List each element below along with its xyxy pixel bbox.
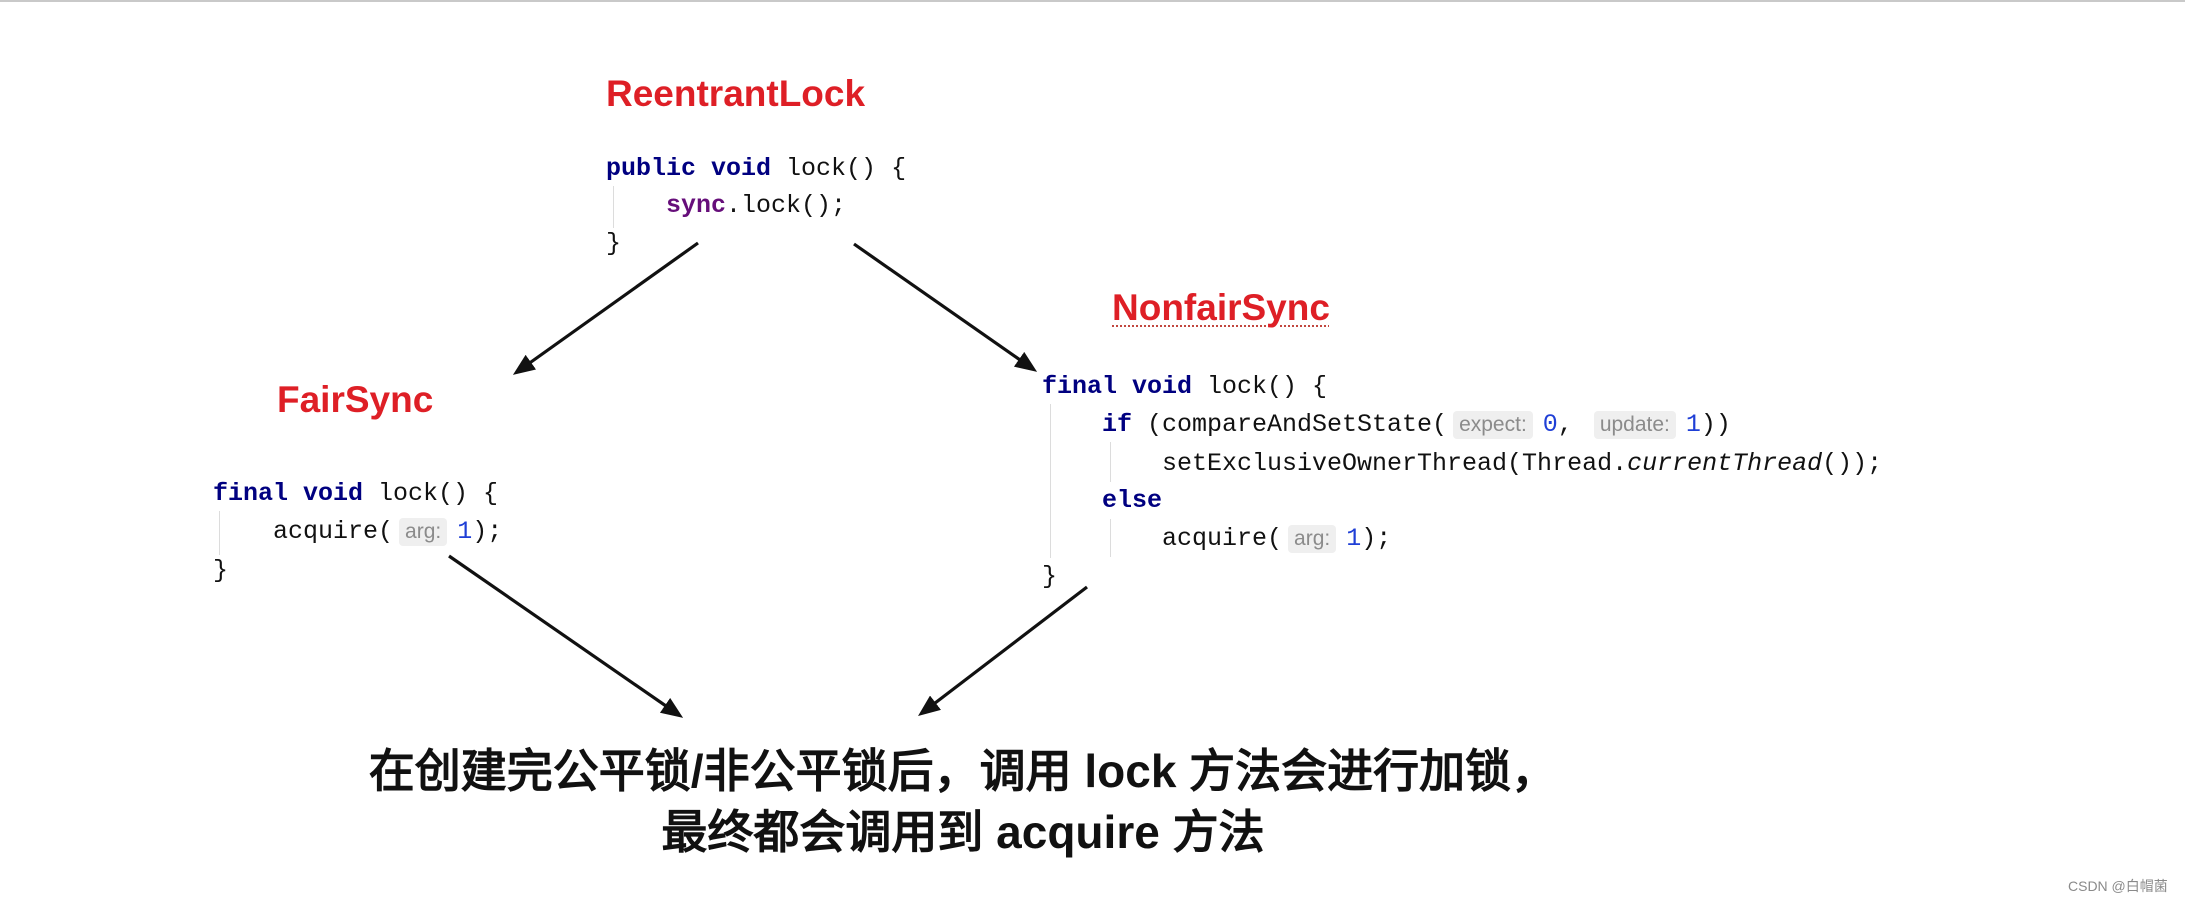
top-border <box>0 0 2185 2</box>
nonfairsync-code-line-6: } <box>1042 558 1057 596</box>
reentrantlock-title: ReentrantLock <box>606 73 866 114</box>
keyword-final: final <box>1042 372 1133 401</box>
code-text: ); <box>472 517 503 546</box>
code-text: lock() { <box>1207 372 1328 401</box>
keyword-else: else <box>1102 486 1163 515</box>
parameter-hint-expect: expect: <box>1453 411 1533 439</box>
nonfairsync-code-line-2: if (compareAndSetState( expect: 0 , upda… <box>1102 406 1731 444</box>
keyword-public: public <box>606 154 712 183</box>
arrow-reentrantlock-to-fairsync <box>512 241 699 375</box>
code-text: setExclusiveOwnerThread(Thread. <box>1162 449 1628 478</box>
keyword-final: final <box>213 479 304 508</box>
parameter-hint-arg: arg: <box>1288 525 1337 553</box>
keyword-void: void <box>1132 372 1208 401</box>
arrow-fairsync-to-caption <box>448 554 684 718</box>
code-text: ()); <box>1822 449 1883 478</box>
field-sync: sync <box>666 191 727 220</box>
reentrantlock-code-line-1: public void lock() { <box>606 150 906 188</box>
number-literal: 1 <box>1685 410 1701 439</box>
fairsync-indent-guide <box>219 511 220 555</box>
code-text: acquire( <box>273 517 394 546</box>
nonfairsync-indent-guide-if <box>1110 442 1111 482</box>
number-literal: 1 <box>457 517 473 546</box>
fairsync-title: FairSync <box>277 379 434 420</box>
closing-brace: } <box>1042 562 1058 591</box>
code-text: .lock(); <box>726 191 847 220</box>
nonfairsync-code-line-1: final void lock() { <box>1042 368 1327 406</box>
caption-line-2: 最终都会调用到 acquire 方法 <box>661 806 1265 858</box>
nonfairsync-code-line-3: setExclusiveOwnerThread(Thread. currentT… <box>1162 445 1882 483</box>
fairsync-code-line-2: acquire( arg: 1 ); <box>273 513 502 551</box>
nonfairsync-indent-guide-outer <box>1050 404 1051 558</box>
arrow-nonfairsync-to-caption <box>918 585 1088 717</box>
closing-brace: } <box>213 556 229 585</box>
code-text: )) <box>1700 410 1731 439</box>
nonfairsync-indent-guide-else <box>1110 519 1111 557</box>
code-text: (compareAndSetState( <box>1147 410 1448 439</box>
nonfairsync-title: NonfairSync <box>1112 287 1330 328</box>
caption-line-1: 在创建完公平锁/非公平锁后，调用 lock 方法会进行加锁， <box>368 745 1558 797</box>
closing-brace: } <box>606 229 622 258</box>
fairsync-code-line-3: } <box>213 552 228 590</box>
keyword-void: void <box>711 154 787 183</box>
code-text: lock() { <box>786 154 907 183</box>
code-text: acquire( <box>1162 524 1283 553</box>
code-text: , <box>1557 410 1588 439</box>
fairsync-code-line-1: final void lock() { <box>213 475 498 513</box>
parameter-hint-arg: arg: <box>399 518 448 546</box>
number-literal: 1 <box>1346 524 1362 553</box>
reentrantlock-code-line-3: } <box>606 225 621 263</box>
nonfairsync-code-line-5: acquire( arg: 1 ); <box>1162 520 1391 558</box>
nonfairsync-code-line-4: else <box>1102 482 1162 520</box>
code-text: lock() { <box>378 479 499 508</box>
keyword-void: void <box>303 479 379 508</box>
watermark: CSDN @白帽菌 <box>2068 878 2168 894</box>
reentrantlock-code-line-2: sync .lock(); <box>666 187 846 225</box>
parameter-hint-update: update: <box>1593 411 1676 439</box>
reentrantlock-indent-guide <box>613 186 614 228</box>
static-method-name: currentThread <box>1627 449 1823 478</box>
keyword-if: if <box>1102 410 1148 439</box>
number-literal: 0 <box>1542 410 1558 439</box>
arrow-reentrantlock-to-nonfairsync <box>853 242 1038 372</box>
code-text: ); <box>1361 524 1392 553</box>
